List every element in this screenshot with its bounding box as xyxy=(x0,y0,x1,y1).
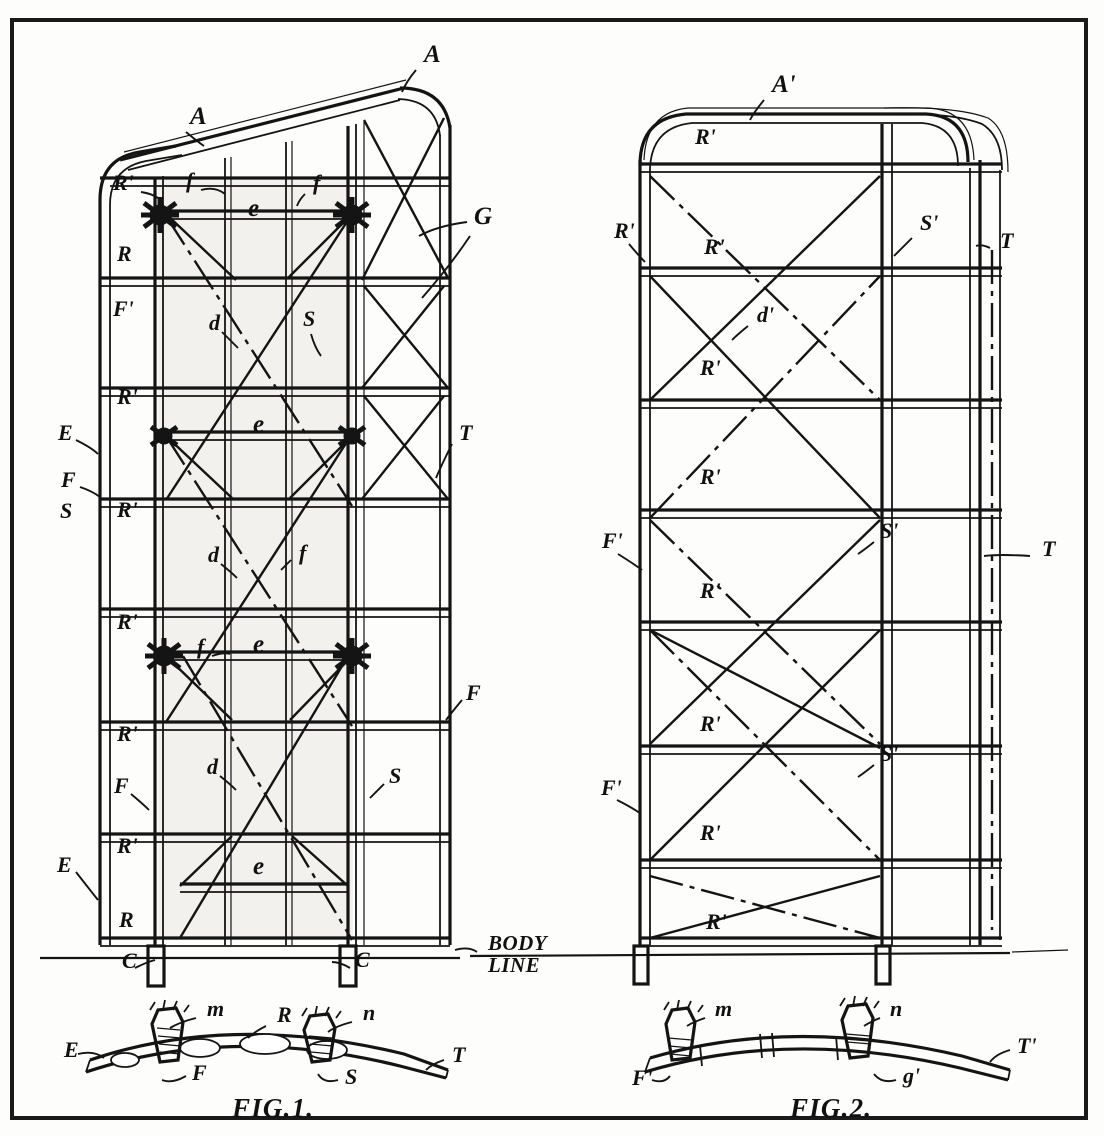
fig2-ref-label-4: S' xyxy=(920,210,938,235)
fig1-ref-label-26: S xyxy=(389,763,401,788)
fig2-ref-label-1: R' xyxy=(694,124,716,149)
fig2-horizontal-rails xyxy=(640,162,1002,947)
fig1-ref-label-15: F xyxy=(60,467,76,492)
fig2-section-detail xyxy=(644,995,1011,1083)
fig1-ref-label-30: e xyxy=(253,853,264,880)
fig1-ref-label-17: R' xyxy=(116,497,138,522)
detail1-ref-label-6: S xyxy=(345,1064,357,1089)
fig1-ref-label-2: R' xyxy=(112,170,134,195)
fig1-ref-label-21: f xyxy=(197,634,207,659)
detail2-label-layer: m nT' F' g' xyxy=(631,996,1037,1090)
fig2-ref-label-0: A' xyxy=(770,71,796,98)
body-line-group xyxy=(40,947,1069,960)
fig2-ref-label-15: R' xyxy=(699,711,721,736)
fig2-ref-label-8: R' xyxy=(699,464,721,489)
fig1-ref-label-19: f xyxy=(299,540,309,565)
fig1-panel-shading xyxy=(158,180,353,940)
detail1-ref-label-2: n xyxy=(363,1000,375,1025)
fig1-sill-feet xyxy=(146,944,358,988)
fig2-ref-label-11: T xyxy=(1042,536,1057,561)
detail2-ref-label-1: n xyxy=(890,996,902,1021)
fig1-ref-label-3: f xyxy=(186,168,196,193)
detail1-ref-label-1: R xyxy=(276,1002,292,1027)
fig1-ref-label-27: F xyxy=(113,773,129,798)
fig2-ref-label-13: S' xyxy=(880,741,898,766)
fig1-ref-label-0: A xyxy=(422,41,441,68)
fig1-joint-hubs xyxy=(141,197,371,674)
fig2-ref-label-7: R' xyxy=(699,355,721,380)
detail2-ref-label-0: m xyxy=(715,996,732,1021)
fig1-lead-lines xyxy=(75,69,471,969)
fig1-ref-label-20: R' xyxy=(116,609,138,634)
fig2-ref-label-17: R' xyxy=(705,909,727,934)
fig1-ref-label-24: R' xyxy=(116,721,138,746)
fig1-ref-label-9: d xyxy=(209,310,221,335)
fig1-ref-label-12: E xyxy=(57,420,73,445)
fig1-ref-label-22: e xyxy=(253,631,264,658)
fig1-ref-label-13: e xyxy=(253,411,264,438)
fig1-diagonal-braces xyxy=(164,117,450,941)
fig1-ref-label-33: C xyxy=(355,947,370,972)
detail1-post-n xyxy=(301,1005,342,1064)
fig2-ref-label-14: F' xyxy=(600,775,622,800)
fig1-ref-label-14: T xyxy=(459,420,474,445)
body-line-label-1: BODY xyxy=(487,931,549,955)
fig1-ref-label-6: G xyxy=(474,203,492,230)
fig1-ref-label-31: R xyxy=(118,907,134,932)
fig2-elevation xyxy=(616,99,1031,986)
fig1-ref-label-4: f xyxy=(313,170,323,195)
fig1-ref-label-10: S xyxy=(303,306,315,331)
detail1-ref-label-3: E xyxy=(63,1037,79,1062)
fig1-ref-label-32: C xyxy=(122,948,137,973)
detail2-ref-label-3: F' xyxy=(631,1065,653,1090)
fig1-ref-label-18: d xyxy=(208,542,220,567)
fig1-vertical-posts xyxy=(153,122,365,945)
fig2-sill-feet xyxy=(632,944,892,986)
fig1-ref-label-28: R' xyxy=(116,833,138,858)
detail2-post-m xyxy=(663,999,704,1062)
detail1-ref-label-5: F xyxy=(191,1060,207,1085)
fig1-ref-label-16: S xyxy=(60,498,72,523)
fig2-ref-label-16: R' xyxy=(699,820,721,845)
detail1-ref-label-4: T xyxy=(452,1042,467,1067)
fig1-ref-label-7: R xyxy=(116,241,132,266)
detail1-ref-label-0: m xyxy=(207,996,224,1021)
fig2-ref-label-3: R' xyxy=(703,234,725,259)
detail2-post-n xyxy=(839,995,880,1060)
fig2-ref-label-12: R' xyxy=(699,578,721,603)
fig2-diagonal-braces xyxy=(649,175,881,940)
fig1-elevation xyxy=(75,69,471,988)
fig2-ref-label-6: d' xyxy=(757,302,774,327)
fig1-ref-label-29: E xyxy=(56,852,72,877)
fig1-ref-label-23: F xyxy=(465,680,481,705)
fig1-outer-frame xyxy=(98,79,452,945)
fig2-lead-lines xyxy=(616,99,1031,815)
fig1-ref-label-5: e xyxy=(248,195,259,222)
fig2-vertical-posts xyxy=(880,124,893,945)
fig1-ref-label-1: A xyxy=(188,103,207,130)
fig1-ref-label-8: F' xyxy=(112,296,134,321)
fig1-section-detail xyxy=(77,999,449,1083)
fig2-ref-label-2: R' xyxy=(613,218,635,243)
fig2-label-layer: A' R' R' R' S' Td' R' R' S' F' T R' S' F' R' R' R' xyxy=(600,71,1057,934)
detail2-ref-label-4: g' xyxy=(902,1063,920,1088)
detail1-post-m xyxy=(149,999,190,1064)
fig1-ref-label-25: d xyxy=(207,754,219,779)
fig1-ref-label-11: R' xyxy=(116,384,138,409)
sheet-border xyxy=(10,18,1088,1120)
fig2-ref-label-9: S' xyxy=(880,518,898,543)
fig2-ref-label-5: T xyxy=(1000,228,1015,253)
fig2-caption: FIG.2. xyxy=(789,1093,872,1123)
fig2-ref-label-10: F' xyxy=(601,528,623,553)
body-line-label-2: LINE xyxy=(487,953,540,977)
detail2-ref-label-2: T' xyxy=(1017,1033,1037,1058)
fig2-outer-frame xyxy=(638,107,1009,945)
fig1-caption: FIG.1. xyxy=(231,1093,314,1123)
